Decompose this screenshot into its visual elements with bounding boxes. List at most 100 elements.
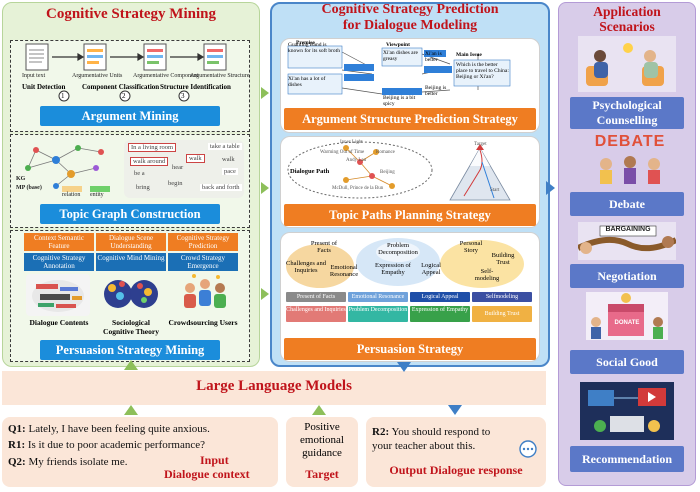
entity-label: entity <box>90 192 104 198</box>
bubble-expression-empathy: Expression of Empathy <box>375 262 411 276</box>
bargaining-word: BARGAINING <box>605 226 651 233</box>
chain-word-6: walk <box>186 154 205 163</box>
step-number-2: 2 <box>122 92 126 100</box>
text-q1: Lately, I have been feeling quite anxiou… <box>25 423 210 435</box>
scenario-debate: Debate <box>570 192 684 216</box>
node-main-issue: Main Issue <box>456 52 482 58</box>
speaker-q2: Q2: <box>8 456 26 468</box>
tag-problem-decomposition: Problem Decomposition <box>348 306 408 322</box>
arg-snippet-6: Beijing is better <box>425 85 447 97</box>
target-line-3: guidance <box>302 447 342 459</box>
blue-cognitive-mind: Cognitive Mind Mining <box>96 253 166 271</box>
arg-snippet-4: Xi'an is better <box>425 51 442 63</box>
arrow-up-icon <box>312 405 326 415</box>
topic-graph-bar: Topic Graph Construction <box>40 204 220 224</box>
bubble-challenges-inquiries: Challenges and Inquiries <box>286 260 326 274</box>
mp-label: MP (base) <box>16 185 42 191</box>
target-label: Target <box>305 467 339 481</box>
label-component-classification: Component Classification <box>82 83 160 91</box>
topic-path-diagram <box>287 141 511 201</box>
tag-emotional-resonance: Emotional Resonance <box>348 292 408 302</box>
speaker-r2: R2: <box>372 426 390 438</box>
node-viewpoint: Viewpoint <box>386 42 410 48</box>
mining-title: Cognitive Strategy Mining <box>46 6 216 22</box>
chain-word-4: bring <box>136 184 150 191</box>
chain-word-2: walk around <box>130 157 169 166</box>
arg-snippet-5: Which is the better place to travel to C… <box>456 62 509 80</box>
output-label: Output Dialogue response <box>389 463 523 477</box>
document-icon <box>25 43 49 71</box>
arrow-up-icon <box>124 405 138 415</box>
arrow-right-icon <box>261 288 269 300</box>
path-word-2: Warming Out of Time <box>320 150 365 155</box>
arrow-down-icon <box>448 405 462 415</box>
text-r1: Is it due to poor academic performance? <box>25 439 205 451</box>
input-line-q2: Q2: My friends isolate me. <box>8 456 127 468</box>
chain-word-9: back and forth <box>200 184 242 191</box>
tag-challenges-inquiries: Challenges and Inquiries <box>286 306 346 322</box>
arrow-down-icon <box>397 362 411 372</box>
bubble-building-trust: Building Trust <box>491 252 515 266</box>
argument-pipeline-diagram <box>25 43 227 102</box>
bubble-personal-story: Personal Story <box>459 240 483 254</box>
kg-label: KG <box>16 176 26 182</box>
brain-heads-icon <box>104 280 158 308</box>
target-line-2: emotional <box>300 434 344 446</box>
arg-snippet-7: Beijing is a bit spicy <box>383 95 416 107</box>
speaker-q1: Q1: <box>8 423 26 435</box>
bubble-self-modeling: Self-modeling <box>474 268 500 282</box>
argument-mining-bar: Argument Mining <box>40 106 220 126</box>
dialogue-path-label: Dialogue Path <box>290 168 330 175</box>
scenario-psychological-counselling: Psychological Counselling <box>570 97 684 129</box>
knowledge-graph-diagram <box>25 145 104 189</box>
bubble-problem-decomposition: Problem Decomposition <box>378 242 418 256</box>
tag-building-trust: Building Trust <box>472 306 532 322</box>
caption-sociological-theory: Sociological Cognitive Theory <box>103 318 159 336</box>
scenario-social-good: Social Good <box>570 350 684 374</box>
path-word-1: Inner Light <box>340 140 363 145</box>
output-line-2: your teacher about this. <box>372 440 476 452</box>
arg-snippet-3: Xi'an has a lot of dishes <box>288 76 326 88</box>
mountain-target: Target <box>474 142 487 147</box>
target-line-1: Positive <box>304 421 340 433</box>
arrow-up-icon <box>124 360 138 370</box>
caption-crowdsourcing-users: Crowdsourcing Users <box>168 318 238 327</box>
llm-label: Large Language Models <box>196 378 352 394</box>
donate-word: DONATE <box>614 320 640 326</box>
chat-bubble-icon <box>519 440 537 458</box>
prediction-title-line1: Cognitive Strategy Prediction <box>321 2 499 17</box>
label-unit-detection: Unit Detection <box>22 83 66 91</box>
output-text-1: You should respond to <box>389 426 491 438</box>
chain-word-8: begin <box>168 180 183 187</box>
arrow-right-icon <box>261 182 269 194</box>
chain-word-1: In a living room <box>128 143 177 152</box>
text-q2: My friends isolate me. <box>25 456 128 468</box>
path-word-5: Beijing <box>380 170 395 175</box>
chain-word-3: be a <box>134 170 145 177</box>
tag-logical-appeal: Logical Appeal <box>410 292 470 302</box>
blue-crowd-emergence: Crowd Strategy Emergence <box>168 253 238 271</box>
head-dialogue-scene: Dialogue Scene Understanding <box>96 233 166 251</box>
output-line-1: R2: You should respond to <box>372 426 490 438</box>
step-argumentative-component: Argumentative Component <box>133 73 199 79</box>
scenarios-title-line1: Application <box>593 4 661 19</box>
arrow-right-icon <box>546 181 555 195</box>
strategy-bubbles-diagram <box>286 238 524 288</box>
arg-snippet-2: Xi'an dishes are greasy <box>383 50 418 62</box>
chain-word-7: hear <box>172 164 184 171</box>
crowd-users-icon <box>184 274 226 308</box>
caption-dialogue-contents: Dialogue Contents <box>29 318 89 327</box>
argument-strategy-bar: Argument Structure Prediction Strategy <box>284 108 536 130</box>
word-cloud-icon <box>32 280 84 312</box>
relation-swatch <box>62 186 82 192</box>
chain-word-10: pace <box>222 168 238 175</box>
negotiation-illustration <box>578 222 676 260</box>
output-dialogue-box <box>366 417 546 487</box>
bubble-present-facts: Present of Facts <box>310 240 338 254</box>
step-number-1: 1 <box>61 92 65 100</box>
document-icon <box>83 43 107 71</box>
counselling-illustration <box>578 36 676 92</box>
arrow-right-icon <box>261 87 269 99</box>
bubble-emotional-resonance: Emotional Resonance <box>329 264 359 278</box>
blue-cognitive-annotation: Cognitive Strategy Annotation <box>24 253 94 271</box>
